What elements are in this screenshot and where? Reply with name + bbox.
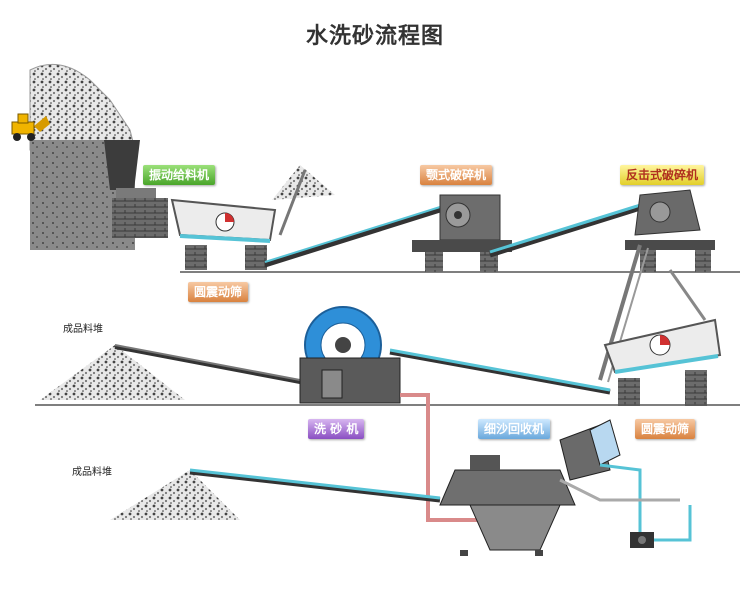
discharge-pipe [559,478,680,502]
water-return-pipe [599,463,692,542]
belt-to-pile [278,169,307,236]
loader-icon [11,113,50,141]
label-product-pile-2: 成品料堆 [72,467,112,478]
label-fine-sand-recycler: 细沙回收机 [478,419,551,439]
water-pipe [400,393,480,522]
belt-screen-to-jaw [264,206,441,268]
page-title: 水洗砂流程图 [305,24,444,49]
circular-screen-2 [603,318,722,406]
product-pile-1 [40,345,185,400]
sand-washer [299,306,401,404]
quarry-hill [29,63,136,250]
circular-screen-1 [170,198,277,270]
label-circular-screen-1: 圆震动筛 [188,282,249,302]
belt-washer-to-pile1 [114,344,301,384]
vibrating-feeder [104,140,168,238]
belt-recycler-to-pile2 [189,468,441,503]
label-circular-screen-2: 圆震动筛 [635,419,696,439]
impact-crusher [625,189,715,272]
label-jaw-crusher: 颚式破碎机 [420,165,493,185]
label-sand-washer: 洗 砂 机 [308,419,365,439]
label-vibrating-feeder: 振动给料机 [143,165,216,185]
label-impact-crusher: 反击式破碎机 [620,165,705,185]
fine-sand-recycler [439,419,621,556]
label-product-pile-1: 成品料堆 [63,324,103,335]
belt-jaw-to-impact [489,200,651,258]
belt-screen2-to-washer [389,348,611,395]
top-stockpile [272,165,335,200]
pump-icon [630,532,654,548]
product-pile-2 [110,470,240,520]
jaw-crusher [412,194,512,272]
